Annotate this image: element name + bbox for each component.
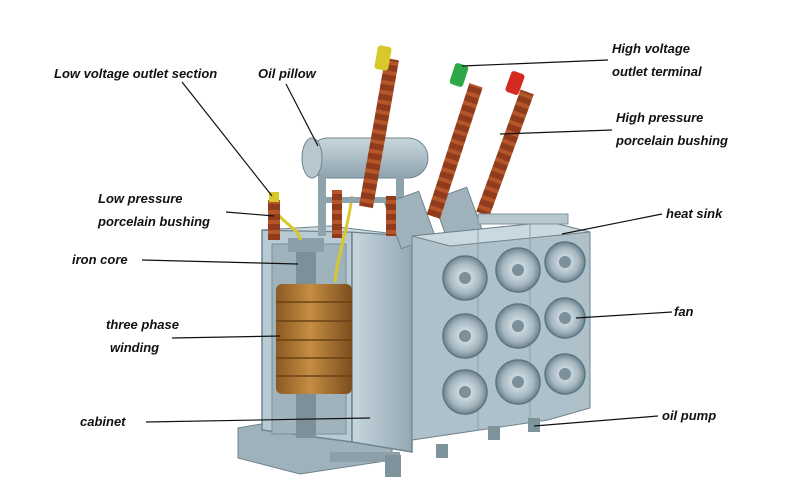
label-hp-bushing-line1: High pressure xyxy=(616,110,704,125)
label-hp-bushing-line2: porcelain bushing xyxy=(616,133,728,148)
oil-pump-shape xyxy=(436,418,540,458)
yellow-terminal-icon xyxy=(374,45,392,71)
label-oil-pump: oil pump xyxy=(662,408,717,423)
label-winding-line2: winding xyxy=(110,340,160,355)
hv-bushings xyxy=(359,45,534,219)
label-high-voltage-line1: High voltage xyxy=(612,41,691,56)
label-high-voltage-line2: outlet terminal xyxy=(612,64,702,79)
green-terminal-icon xyxy=(449,63,469,87)
label-winding-line1: three phase xyxy=(106,317,179,332)
label-lp-bushing-line2: porcelain bushing xyxy=(98,214,210,229)
label-low-voltage-outlet-section: Low voltage outlet section xyxy=(54,66,218,81)
label-cabinet: cabinet xyxy=(80,414,126,429)
label-fan: fan xyxy=(674,304,694,319)
red-terminal-icon xyxy=(505,71,525,95)
winding-shape xyxy=(276,284,352,394)
fan-array xyxy=(442,241,586,415)
leader-lines xyxy=(141,59,673,427)
lv-bushings xyxy=(268,190,396,240)
label-heat-sink: heat sink xyxy=(666,206,723,221)
label-iron-core: iron core xyxy=(72,252,128,267)
label-lp-bushing-line1: Low pressure xyxy=(98,191,183,206)
label-oil-pillow: Oil pillow xyxy=(258,66,316,81)
